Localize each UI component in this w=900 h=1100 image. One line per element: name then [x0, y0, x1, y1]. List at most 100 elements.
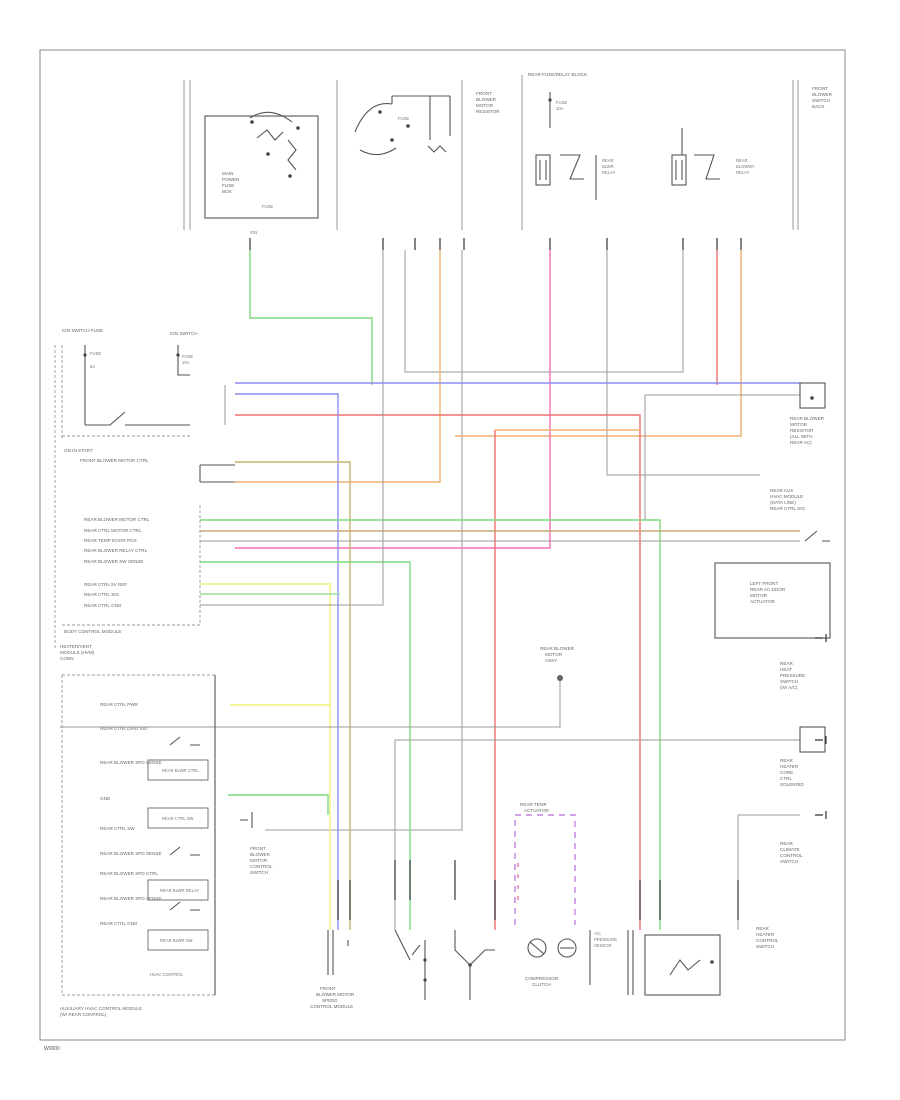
- bottom-left-3: SPEED: [322, 998, 338, 1003]
- compressor-2: CLUTCH: [532, 982, 551, 987]
- ctrl-label-1: LEFT FRONT: [750, 581, 778, 586]
- wire-grey-f: [200, 385, 384, 606]
- bottom-left-1: FRONT: [320, 986, 336, 991]
- compressor-1: COMPRESSOR: [525, 976, 559, 981]
- rear-text3-3: CONTROL: [780, 853, 803, 858]
- fuse-box-label-1: MAIN: [222, 171, 233, 176]
- ign-switch-label: IGN SWITCH: [170, 331, 198, 336]
- heater-vent-block: HEATER/VENT MODULE (HVM) CONN: [60, 644, 95, 661]
- blower-top-2: MOTOR: [545, 652, 563, 657]
- wire-yellow-1: [200, 583, 331, 930]
- rear-mid-3: SENSOR: [594, 943, 612, 948]
- wire-grey-d: [404, 250, 684, 373]
- rear-blower-sw-label-1: REAR BLOWER: [790, 416, 825, 421]
- aux-item-1: REAR CTRL PWR: [100, 702, 139, 707]
- rear-mid-1: A/C: [594, 931, 601, 936]
- rear-temp-1: REAR TEMP: [520, 802, 547, 807]
- aux-item-5: REAR CTRL SW: [100, 826, 135, 831]
- aux-item-2: REAR CTRL DIAG SIG: [100, 726, 148, 731]
- rear-blower-sw-label-4: (ALL WITH: [790, 434, 813, 439]
- center-components: REAR BLOWER MOTOR ASSY FRONT BLOWER MOTO…: [240, 646, 779, 1009]
- blower-top-1: REAR BLOWER: [540, 646, 575, 651]
- rear-blower-sw-2: HEATER: [756, 932, 775, 937]
- rear-text2-4: CTRL: [780, 776, 792, 781]
- top-connectors: [249, 238, 742, 250]
- aux-inner-4: REAR BLWR SW: [160, 938, 193, 943]
- aux-caption-2: (W/ REAR CONTROL): [60, 1012, 107, 1017]
- ign-small-1: FUSE: [182, 354, 193, 359]
- wire-tan-1: [235, 461, 351, 930]
- bottom-left-4: CONTROL MODULE: [310, 1004, 353, 1009]
- on-in-start-label: ON IN START: [64, 448, 93, 453]
- page-code: W0000: [44, 1046, 60, 1052]
- right-top-label-4: BACK: [812, 104, 825, 109]
- rear-text3-1: REAR: [780, 841, 793, 846]
- front-blower-motor-resistor: FUSE FRONT BLOWER MOTOR RESISTOR: [354, 91, 500, 156]
- wire-green-3: [200, 561, 411, 930]
- ctrl-label-3: MOTOR: [750, 593, 768, 598]
- rear-text3-4: SWITCH: [780, 859, 798, 864]
- rear-text1-3: PRESSURE: [780, 673, 805, 678]
- wire-grey-b: [265, 250, 463, 831]
- bottom-left-2: BLOWER MOTOR: [316, 992, 355, 997]
- rear-text1-5: (W/ A/C): [780, 685, 798, 690]
- rear-blower-sw-label-2: MOTOR: [790, 422, 808, 427]
- wire-green-5: [228, 794, 329, 815]
- ign-small-2: 10A: [182, 360, 190, 365]
- ign-text-1: REAR AUX: [770, 488, 793, 493]
- aux-inner-1: REAR BLWR CTRL: [162, 768, 199, 773]
- rear-text2-3: CORE: [780, 770, 793, 775]
- left-fuse-2: 5A: [90, 364, 95, 369]
- diagram-frame: [39, 49, 846, 1041]
- front-temp-2: BLOWER: [250, 852, 271, 857]
- resistor-note: FUSE: [398, 116, 409, 121]
- rear-text2-5: SOLENOID: [780, 782, 804, 787]
- wire-green-1: [249, 250, 373, 385]
- ign-switch-block: IGN SWITCH FUSE FUSE 5A IGN SWITCH FUSE …: [54, 328, 198, 650]
- rear-block-label: REAR FUSE/RELAY BLOCK: [528, 72, 588, 77]
- wire-green-2: [200, 519, 661, 930]
- rear-blower-sw-label-3: RESISTOR: [790, 428, 814, 433]
- right-top-label-1: FRONT: [812, 86, 828, 91]
- rear-text1-1: REAR: [780, 661, 793, 666]
- blower-top-3: ASSY: [545, 658, 557, 663]
- bcm-label: BODY CONTROL MODULE: [64, 629, 121, 634]
- bcm-input-1: REAR BLOWER MOTOR CTRL: [84, 517, 150, 522]
- fuse-box-label-3: FUSE: [222, 183, 234, 188]
- front-temp-5: SWITCH: [250, 870, 268, 875]
- front-ctrl-label: FRONT BLOWER MOTOR CTRL: [80, 458, 149, 463]
- fuse-box-ign-label: IGN: [250, 230, 257, 235]
- front-blower-label-4: RESISTOR: [476, 109, 500, 114]
- aux-caption-1: AUXILIARY HVAC CONTROL MODULE: [60, 1006, 142, 1011]
- heater-label-2: MODULE (HVM): [60, 650, 95, 655]
- rear-mid-2: PRESSURE: [594, 937, 617, 942]
- rear-fuse-relay-block: REAR FUSE/RELAY BLOCK FUSE 10A REAR BLWR…: [528, 72, 833, 200]
- fuse-box-label-4: BOX: [222, 189, 232, 194]
- front-blower-label-1: FRONT: [476, 91, 492, 96]
- bcm-input-2: REAR CTRL MOTOR CTRL: [84, 528, 142, 533]
- rear-text2-2: HEATER: [780, 764, 799, 769]
- front-blower-label-2: BLOWER: [476, 97, 497, 102]
- bcm-input-3: REAR TEMP DOOR POS: [84, 538, 137, 543]
- aux-hvac-module: REAR CTRL PWR REAR CTRL DIAG SIG REAR BL…: [60, 674, 216, 1017]
- rear-blower-sw-4: SWITCH: [756, 944, 774, 949]
- rear-text1-2: HEAT: [780, 667, 792, 672]
- front-temp-4: CONTROL: [250, 864, 273, 869]
- left-fuse-1: FUSE: [90, 351, 101, 356]
- ign-text-2: HVAC MODULE: [770, 494, 803, 499]
- rear-fuse-label-1: FUSE: [556, 100, 567, 105]
- right-top-label-2: BLOWER: [812, 92, 833, 97]
- wire-orange-2: [455, 250, 742, 437]
- body-control-module: FRONT BLOWER MOTOR CTRL REAR BLOWER MOTO…: [62, 385, 235, 634]
- rear-relay2-label-2: BLOWER: [736, 164, 754, 169]
- rear-text2-1: REAR: [780, 758, 793, 763]
- ign-text-3: (DATA LINE): [770, 500, 796, 505]
- bcm-input-7: REAR CTRL SIG: [84, 592, 119, 597]
- wire-orange-1: [235, 250, 441, 483]
- bcm-input-6: REAR CTRL 5V REF: [84, 582, 127, 587]
- heater-label-3: CONN: [60, 656, 74, 661]
- heater-label-1: HEATER/VENT: [60, 644, 92, 649]
- fuse-box-fuse-label: FUSE: [262, 204, 273, 209]
- ign-block-label: IGN SWITCH FUSE: [62, 328, 103, 333]
- front-blower-label-3: MOTOR: [476, 103, 494, 108]
